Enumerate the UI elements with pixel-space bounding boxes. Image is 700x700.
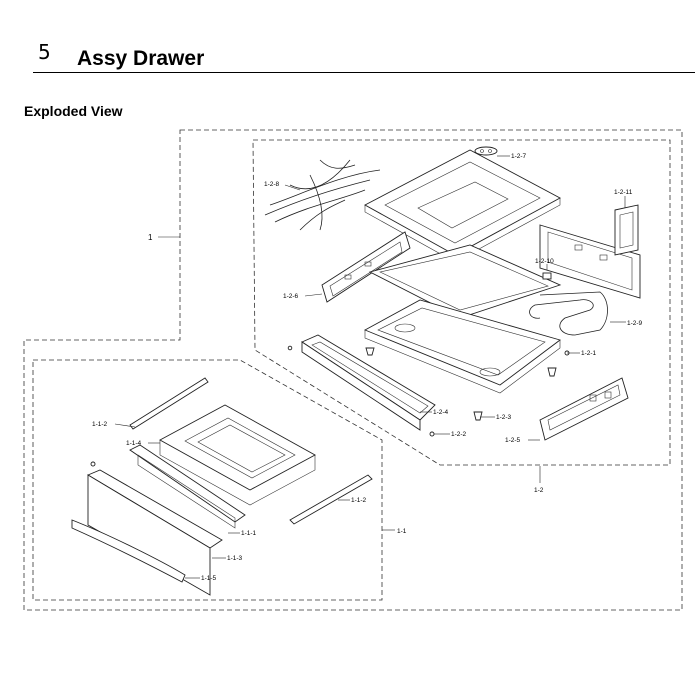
drawer-clip	[90, 461, 96, 467]
exploded-view-heading: Exploded View	[24, 103, 123, 119]
callout-1-2-3: 1-2-3	[496, 414, 512, 421]
side-bracket	[614, 204, 639, 256]
callout-1: 1	[148, 233, 153, 242]
callout-1-2-6: 1-2-6	[283, 293, 299, 300]
drawer-inner-front	[129, 444, 246, 529]
drawer-front-panel	[87, 469, 223, 596]
terminal-cover	[542, 272, 552, 280]
drawer-rail-left	[129, 377, 209, 430]
rear-frame	[539, 224, 641, 299]
assembly-1-1-boundary	[32, 359, 383, 601]
callout-1-1: 1-1	[397, 528, 407, 535]
callout-1-2-10: 1-2-10	[535, 258, 554, 265]
assembly-1-boundary	[23, 129, 683, 611]
callout-1-2-7: 1-2-7	[511, 153, 527, 160]
drawer-rail-right	[289, 474, 373, 525]
callout-1-1-4: 1-1-4	[126, 440, 142, 447]
callout-1-1-2-left: 1-1-2	[92, 421, 108, 428]
leader-lines	[114, 155, 626, 579]
callout-1-2-2: 1-2-2	[451, 431, 467, 438]
front-frame	[301, 334, 436, 431]
callout-1-2: 1-2	[534, 487, 544, 494]
callout-1-2-8: 1-2-8	[264, 181, 280, 188]
callout-1-1-2-right: 1-1-2	[351, 497, 367, 504]
drawer-body	[159, 404, 316, 506]
callout-1-2-1: 1-2-1	[581, 350, 597, 357]
callout-1-1-1: 1-1-1	[241, 530, 257, 537]
title-rule	[33, 72, 695, 73]
callout-1-2-5: 1-2-5	[505, 437, 521, 444]
top-cover-plate	[364, 149, 561, 263]
callout-1-2-11: 1-2-11	[614, 189, 633, 196]
bake-heater	[529, 291, 608, 336]
side-frame-right	[539, 377, 629, 441]
side-frame-left	[321, 231, 411, 303]
callout-1-2-4: 1-2-4	[433, 409, 449, 416]
wire-harness	[264, 159, 381, 231]
section-title: Assy Drawer	[77, 47, 205, 70]
bottom-pan	[363, 299, 561, 394]
callout-1-1-3: 1-1-3	[227, 555, 243, 562]
callout-1-1-5: 1-1-5	[201, 575, 217, 582]
section-number: 5	[38, 40, 51, 64]
drawer-handle	[71, 519, 186, 583]
callout-1-2-9: 1-2-9	[627, 320, 643, 327]
top-bracket	[474, 146, 498, 156]
assembly-1-2-boundary	[252, 139, 671, 466]
